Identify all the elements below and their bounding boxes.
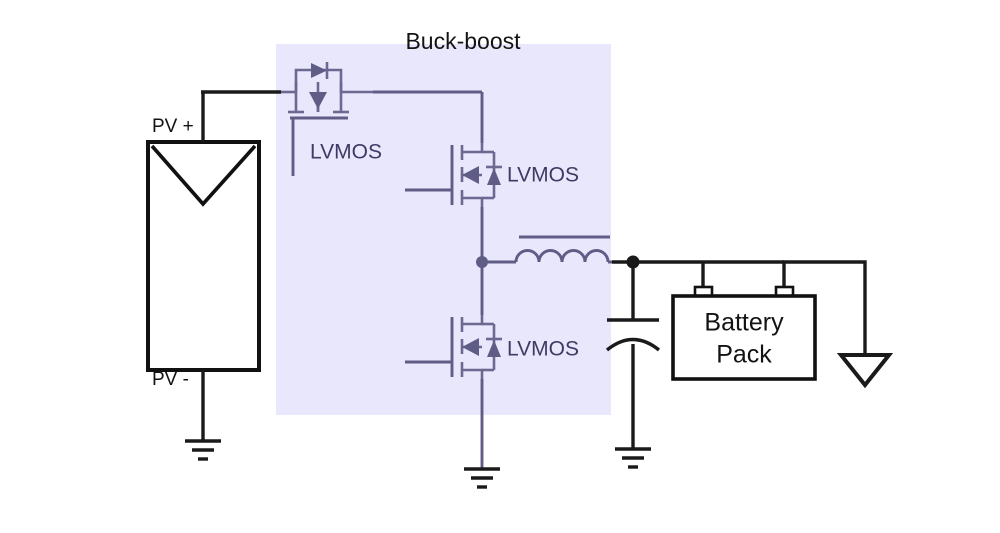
pv-negative-label: PV - — [152, 369, 189, 390]
capacitor-bottom-plate — [605, 337, 661, 352]
inductor — [482, 235, 614, 264]
pv-positive-label: PV + — [152, 116, 194, 137]
capacitor — [605, 262, 661, 448]
mosfet-high-side — [405, 143, 502, 207]
low-side-substrate-arrow — [462, 338, 479, 356]
mosfet-series — [281, 62, 373, 176]
ground-pv — [185, 439, 221, 461]
mosfet-high-side-label: LVMOS — [507, 164, 579, 187]
mosfet-low-side — [405, 315, 502, 379]
series-mosfet-substrate-arrow — [309, 92, 327, 109]
battery-right-terminal-wire — [782, 260, 867, 355]
battery-label-line1: Battery — [704, 309, 784, 337]
low-side-body-diode — [487, 340, 501, 357]
pv-panel-body — [146, 140, 261, 372]
pv-panel-chevron — [150, 144, 257, 207]
pv-panel — [146, 92, 261, 440]
ground-battery-triangle — [836, 353, 894, 389]
buck-boost-title: Buck-boost — [405, 28, 521, 54]
high-side-substrate-arrow — [462, 166, 479, 184]
battery-pack — [671, 285, 817, 381]
buck-boost-region — [276, 44, 611, 415]
ground-output — [615, 447, 651, 469]
battery-body — [671, 294, 817, 381]
series-mosfet-body-diode — [311, 63, 327, 78]
mosfet-low-side-label: LVMOS — [507, 338, 579, 361]
mosfet-series-label: LVMOS — [310, 141, 382, 164]
ground-low-side — [464, 467, 500, 489]
battery-label-line2: Pack — [716, 341, 772, 369]
high-side-body-diode — [487, 168, 501, 185]
